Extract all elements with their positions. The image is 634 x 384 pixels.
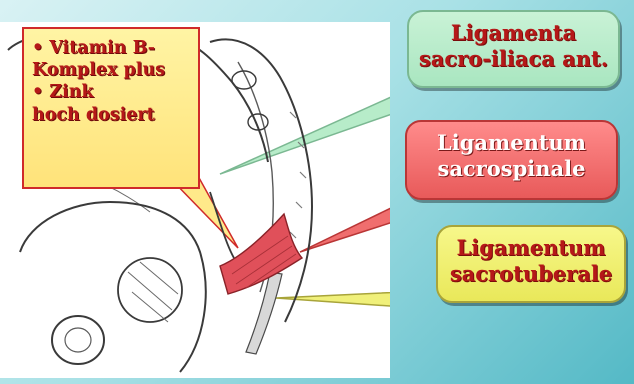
sacrospinale-pointer <box>300 194 390 252</box>
ligament-texture <box>290 112 306 238</box>
ischium-outline <box>20 202 206 372</box>
callout-ligamentum-sacrotuberale: Ligamentum sacrotuberale <box>436 225 626 303</box>
treatment-infobox: • Vitamin B- Komplex plus • Zink hoch do… <box>22 27 200 189</box>
infobox-line: • Vitamin B- <box>32 37 190 59</box>
callout-subtitle: sacrospinale <box>407 156 616 182</box>
pubic-symphysis <box>52 316 104 364</box>
infobox-line: Komplex plus <box>32 59 190 81</box>
obturator-fibers <box>128 262 178 322</box>
infobox-line: hoch dosiert <box>32 104 190 126</box>
callout-title: Ligamentum <box>407 130 616 156</box>
callout-ligamentum-sacrospinale: Ligamentum sacrospinale <box>405 120 618 200</box>
callout-ligamenta-sacroiliaca: Ligamenta sacro-iliaca ant. <box>407 10 620 88</box>
infobox-line: • Zink <box>32 81 190 103</box>
sacrotuberale-pointer <box>276 290 390 310</box>
callout-subtitle: sacrotuberale <box>438 261 624 287</box>
callout-title: Ligamenta <box>409 20 618 46</box>
sacroiliac-pointer <box>220 84 390 174</box>
callout-subtitle: sacro-iliaca ant. <box>409 46 618 72</box>
pubic-symphysis-inner <box>65 328 91 352</box>
obturator-foramen <box>118 258 182 322</box>
callout-title: Ligamentum <box>438 235 624 261</box>
